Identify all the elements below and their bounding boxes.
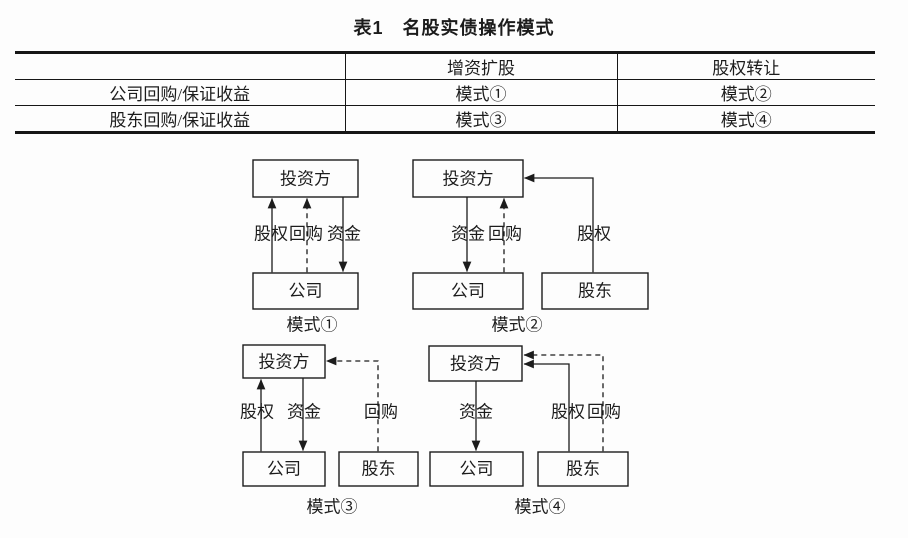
mode4-caption: 模式④ bbox=[515, 498, 566, 517]
mode2-investor-box bbox=[412, 159, 524, 198]
mode3-shareholder-label: 股东 bbox=[362, 460, 396, 479]
mode4-funds-label: 资金 bbox=[459, 403, 493, 422]
mode1-investor-box bbox=[252, 159, 359, 198]
mode2-caption: 模式② bbox=[492, 316, 543, 335]
row-label-company-repurchase: 公司回购/保证收益 bbox=[15, 79, 345, 106]
header-equity-transfer: 股权转让 bbox=[616, 52, 875, 80]
mode2-shareholder-box bbox=[541, 272, 649, 310]
mode2-equity-label: 股权 bbox=[577, 225, 611, 244]
mode2-investor-label: 投资方 bbox=[443, 170, 494, 189]
mode4-equity-label: 股权 bbox=[551, 403, 585, 422]
mode3-company-box bbox=[242, 451, 326, 487]
header-capital-increase: 增资扩股 bbox=[344, 52, 617, 80]
mode3-repurchase-label: 回购 bbox=[364, 403, 398, 422]
cell-mode4: 模式④ bbox=[616, 105, 875, 133]
mode4-company-box bbox=[429, 451, 524, 487]
mode3-equity-label: 股权 bbox=[240, 403, 274, 422]
cell-mode1: 模式① bbox=[344, 79, 617, 106]
row-label-shareholder-repurchase: 股东回购/保证收益 bbox=[109, 111, 251, 130]
mode2-company-label: 公司 bbox=[451, 282, 485, 301]
mode3-investor-label: 投资方 bbox=[259, 353, 310, 372]
mode1-repurchase-label: 回购 bbox=[289, 225, 323, 244]
mode1-funds-label: 资金 bbox=[327, 225, 361, 244]
mode1-investor-label: 投资方 bbox=[280, 170, 331, 189]
header-empty-cell bbox=[15, 52, 345, 80]
mode3-caption: 模式③ bbox=[307, 498, 358, 517]
table-header-row: 增资扩股 股权转让 bbox=[15, 52, 875, 80]
mode3-funds-label: 资金 bbox=[287, 403, 321, 422]
mode2-funds-label: 资金 bbox=[451, 225, 485, 244]
mode3-company-label: 公司 bbox=[267, 460, 301, 479]
mode1-company-box bbox=[252, 272, 359, 310]
mode1-caption: 模式① bbox=[287, 316, 338, 335]
modes-figure: 投资方 公司 股权 回购 资金 模式① 投资方 公司 股东 资金 回购 股权 bbox=[240, 159, 649, 517]
mode2-shareholder-label: 股东 bbox=[578, 282, 612, 301]
table-row: 股东回购/保证收益 模式③ 模式④ bbox=[15, 105, 875, 133]
mode4-equity-arrow bbox=[523, 359, 570, 452]
mode3-investor-box bbox=[242, 344, 326, 379]
mode3-diagram: 投资方 公司 股东 股权 资金 回购 模式③ bbox=[240, 344, 419, 517]
mode2-equity-arrow bbox=[523, 173, 594, 273]
mode3-repurchase-arrow bbox=[325, 356, 379, 452]
mode4-investor-label: 投资方 bbox=[450, 355, 501, 374]
mode4-repurchase-label: 回购 bbox=[587, 403, 621, 422]
mode4-shareholder-box bbox=[537, 451, 629, 487]
mode2-diagram: 投资方 公司 股东 资金 回购 股权 模式② bbox=[412, 159, 649, 335]
mode4-investor-box bbox=[428, 345, 523, 382]
table-row: 公司回购/保证收益 模式① 模式② bbox=[15, 79, 875, 106]
mode1-diagram: 投资方 公司 股权 回购 资金 模式① bbox=[252, 159, 361, 335]
cell-mode2: 模式② bbox=[616, 79, 875, 106]
mode4-diagram: 投资方 公司 股东 资金 股权 回购 模式④ bbox=[428, 345, 629, 517]
cell-mode3: 模式③ bbox=[344, 105, 617, 133]
mode4-company-label: 公司 bbox=[460, 460, 494, 479]
mode4-repurchase-arrow bbox=[523, 350, 604, 452]
mode1-company-label: 公司 bbox=[289, 282, 323, 301]
mode4-shareholder-label: 股东 bbox=[566, 460, 600, 479]
mode2-repurchase-label: 回购 bbox=[488, 225, 522, 244]
modes-table: 增资扩股 股权转让 公司回购/保证收益 模式① 模式② 股东回购/保证收益 模式… bbox=[15, 51, 875, 134]
table-title: 表1 名股实债操作模式 bbox=[353, 18, 555, 38]
mode2-company-box bbox=[412, 272, 524, 310]
mode3-shareholder-box bbox=[338, 451, 419, 487]
mode1-equity-label: 股权 bbox=[254, 225, 288, 244]
